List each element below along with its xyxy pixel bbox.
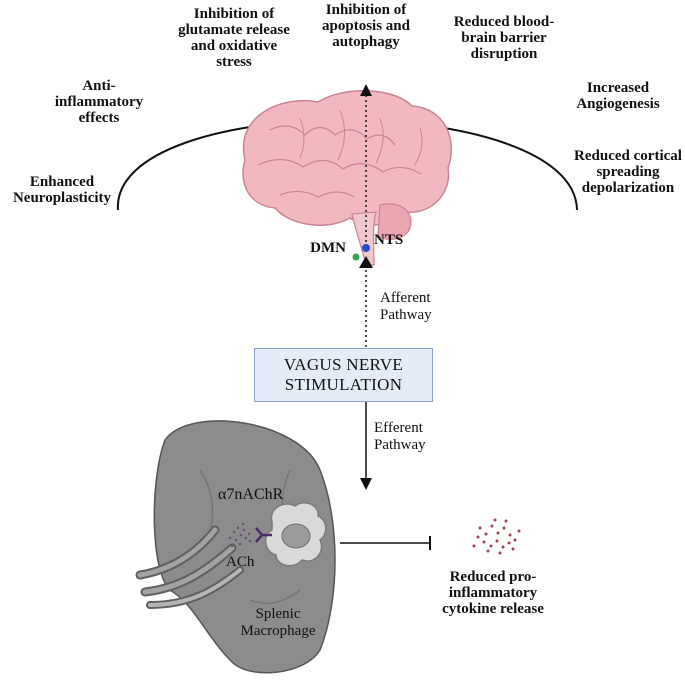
efferent-pathway-label: Efferent Pathway xyxy=(374,420,426,453)
ach-label: ACh xyxy=(226,554,255,570)
vagus-nerve-stimulation-box: VAGUS NERVE STIMULATION xyxy=(254,348,433,402)
effect-neuroplasticity-label: Enhanced Neuroplasticity xyxy=(12,174,112,206)
macrophage-label: Splenic Macrophage xyxy=(240,606,316,639)
effect-glutamate-label: Inhibition of glutamate release and oxid… xyxy=(178,6,290,70)
brainstem-arrowhead xyxy=(359,256,373,268)
brain-illustration xyxy=(242,89,453,266)
afferent-pathway-label: Afferent Pathway xyxy=(380,290,432,323)
dmn-dot xyxy=(352,253,360,261)
macrophage-cell xyxy=(264,502,327,567)
nts-dot xyxy=(362,244,370,252)
outcome-label: Reduced pro-inflammatory cytokine releas… xyxy=(442,569,544,617)
dmn-label: DMN xyxy=(310,240,346,256)
efferent-arrowhead xyxy=(360,478,372,490)
receptor-label: α7nAChR xyxy=(218,486,284,503)
brain-top-arrowhead xyxy=(360,84,372,96)
effect-anti-inflammatory-label: Anti-inflammatory effects xyxy=(54,78,144,126)
cytokine-dots xyxy=(472,518,521,555)
effect-csd-label: Reduced cortical spreading depolarizatio… xyxy=(574,148,682,196)
ach-dots xyxy=(228,522,252,548)
effect-angiogenesis-label: Increased Angiogenesis xyxy=(576,80,660,112)
effect-apoptosis-label: Inhibition of apoptosis and autophagy xyxy=(322,2,410,50)
vns-box-label: VAGUS NERVE STIMULATION xyxy=(283,355,404,394)
nts-label: NTS xyxy=(374,232,404,248)
inhibition-arrow xyxy=(340,536,431,550)
alpha7-receptor xyxy=(255,527,272,543)
effect-bbb-label: Reduced blood-brain barrier disruption xyxy=(453,14,555,62)
splenic-vessels xyxy=(135,525,244,609)
